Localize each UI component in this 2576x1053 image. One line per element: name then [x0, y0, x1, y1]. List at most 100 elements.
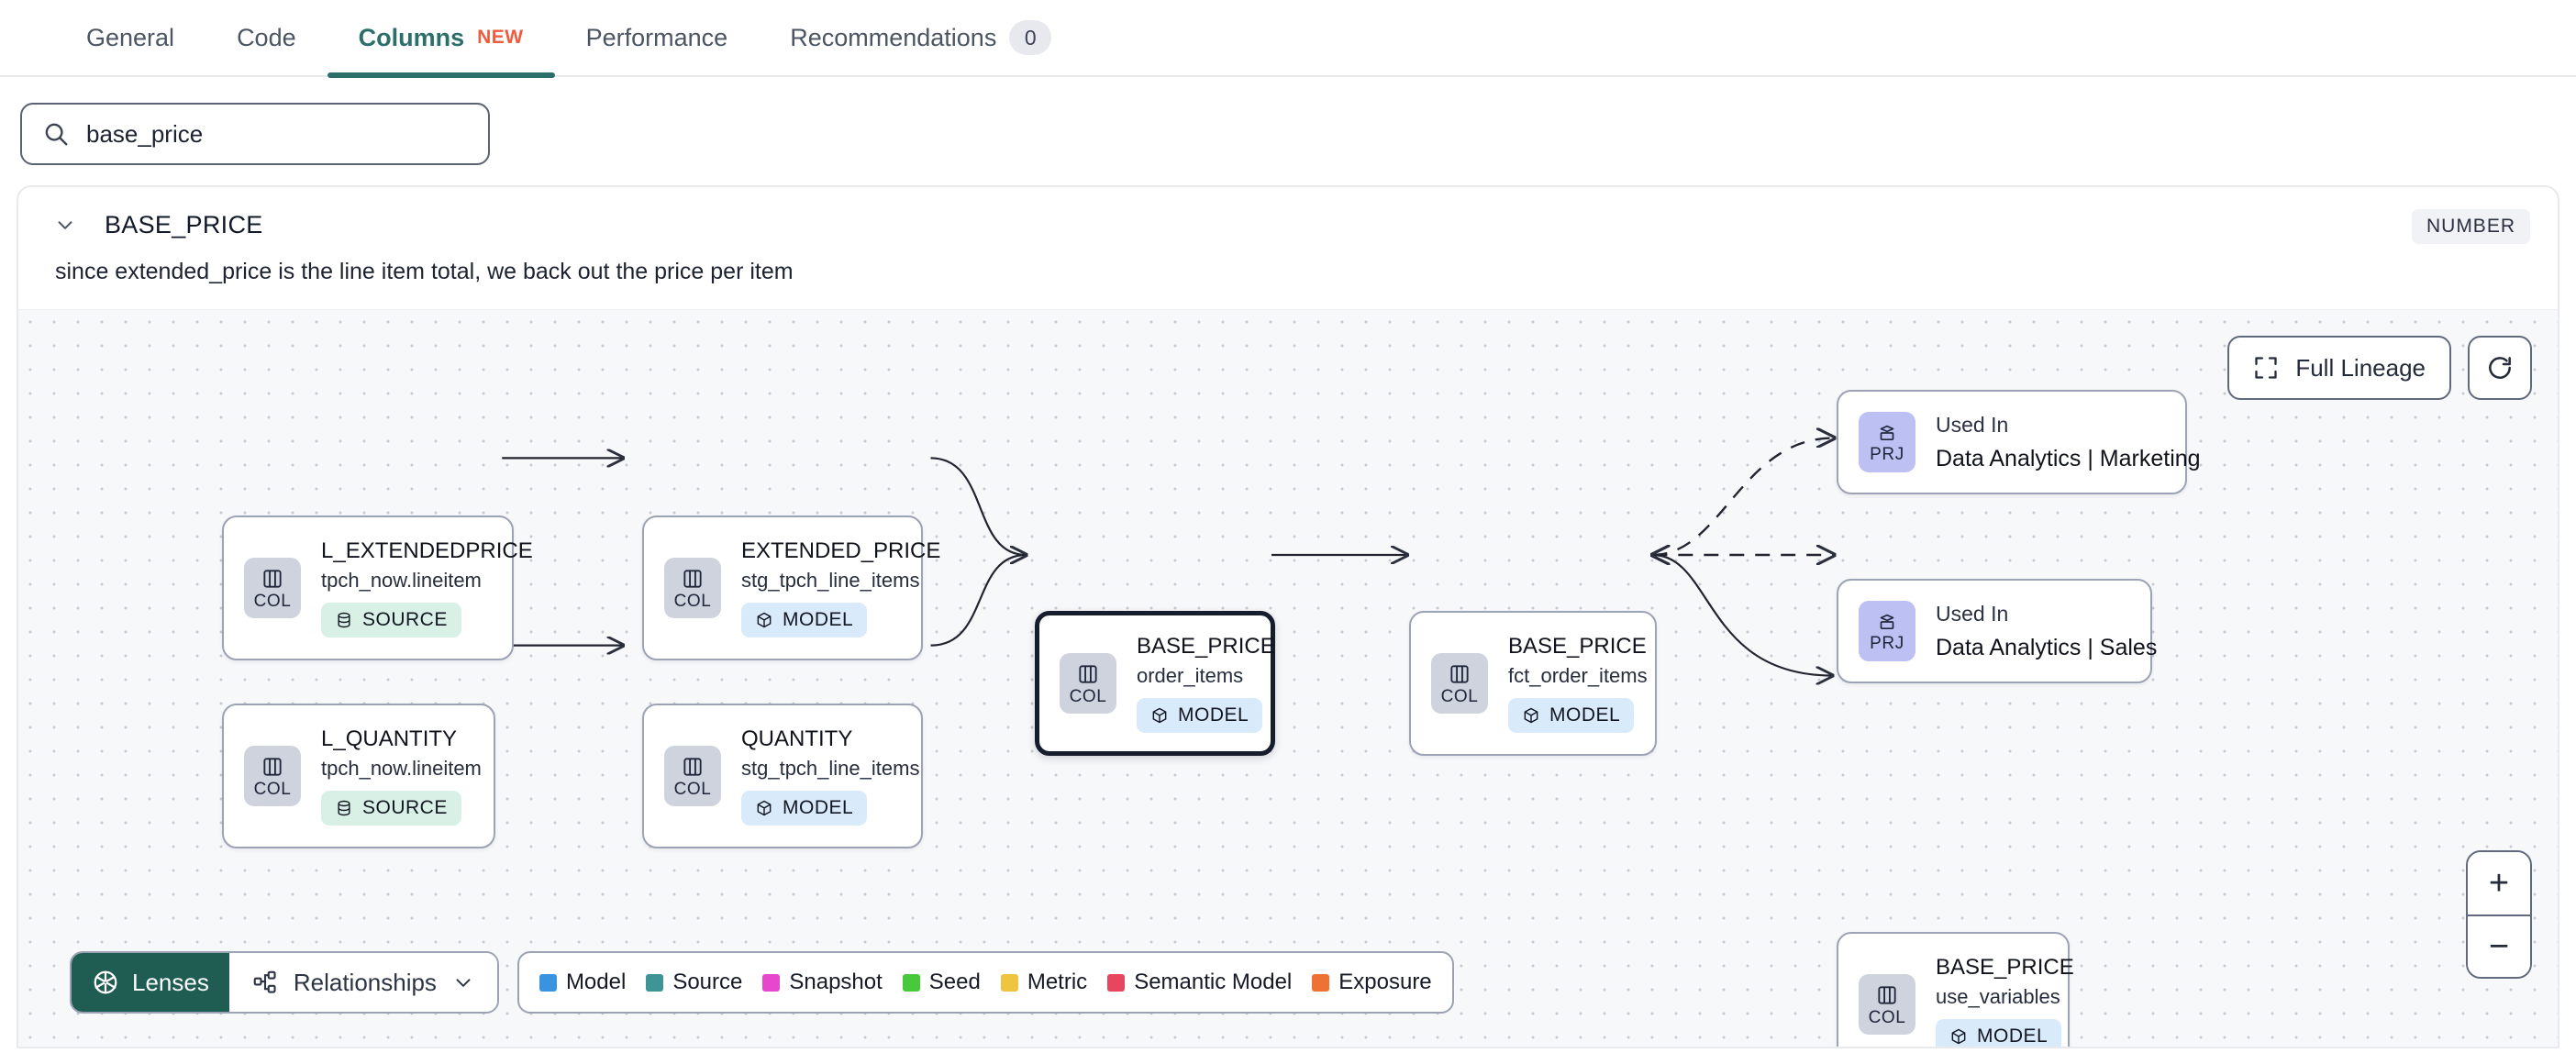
relationships-label: Relationships	[293, 968, 437, 996]
legend-label: Metric	[1027, 970, 1088, 994]
column-description: since extended_price is the line item to…	[55, 259, 794, 284]
edge-fct-to-prj-marketing	[1652, 438, 1834, 555]
edge-ext-to-base	[930, 457, 1027, 555]
lineage-top-controls: Full Lineage	[2227, 336, 2532, 400]
legend-item: Snapshot	[762, 970, 883, 995]
lenses-label: Lenses	[132, 968, 209, 996]
search-area	[0, 77, 2576, 185]
database-icon	[338, 612, 350, 628]
node-type-tag: MODEL	[1936, 1019, 2062, 1047]
legend-item: Metric	[1000, 970, 1088, 995]
lineage-canvas[interactable]: COL L_EXTENDEDPRICE tpch_now.lineitem SO…	[17, 309, 2559, 1048]
node-type-tag: SOURCE	[321, 791, 461, 826]
full-lineage-button[interactable]: Full Lineage	[2227, 336, 2451, 400]
lineage-node-project[interactable]: PRJ Used In Data Analytics | Sales	[1837, 579, 2157, 683]
tab-general[interactable]: General	[55, 0, 205, 76]
tab-recommendations[interactable]: Recommendations 0	[759, 0, 1083, 76]
legend-label: Seed	[928, 970, 981, 994]
relationships-dropdown[interactable]: Relationships	[228, 953, 497, 1012]
node-type-tag: MODEL	[1508, 698, 1635, 733]
node-title: EXTENDED_PRICE	[741, 538, 941, 563]
cube-icon	[1524, 707, 1538, 724]
node-type-tag: MODEL	[741, 791, 868, 826]
legend-item: Exposure	[1312, 970, 1432, 995]
prj-kind-badge: PRJ	[1859, 412, 1915, 472]
tab-bar: General Code Columns NEW Performance Rec…	[0, 0, 2576, 78]
node-title: L_QUANTITY	[321, 726, 458, 751]
col-kind-badge: COL	[1060, 653, 1116, 714]
col-kind-badge: COL	[664, 558, 721, 618]
col-kind-badge: COL	[244, 746, 301, 806]
kind-label: COL	[253, 591, 292, 611]
legend-label: Model	[565, 970, 627, 994]
tab-label: General	[86, 23, 175, 51]
lenses-button[interactable]: Lenses	[72, 953, 229, 1012]
tag-label: MODEL	[1977, 1025, 2049, 1047]
lineage-node[interactable]: COL BASE_PRICE fct_order_items MODEL	[1409, 611, 1657, 756]
lineage-node[interactable]: COL L_QUANTITY tpch_now.lineitem SOURCE	[222, 704, 495, 848]
node-type-tag: MODEL	[741, 603, 868, 637]
node-project-name: Data Analytics | Sales	[1936, 634, 2158, 660]
relationships-icon	[251, 969, 279, 996]
column-header: BASE_PRICE NUMBER	[18, 187, 2558, 246]
node-type-tag: SOURCE	[321, 603, 461, 637]
page-title: BASE_PRICE	[105, 210, 263, 238]
legend-item: Source	[646, 970, 742, 995]
lenses-relationships-group: Lenses Relationships	[70, 951, 499, 1014]
legend-label: Source	[672, 970, 743, 994]
kind-label: COL	[1440, 686, 1479, 706]
chevron-down-icon[interactable]	[50, 209, 81, 240]
tab-label: Columns	[358, 23, 465, 51]
lineage-node[interactable]: COL EXTENDED_PRICE stg_tpch_line_items M…	[642, 515, 940, 660]
legend-item: Semantic Model	[1107, 970, 1292, 995]
cube-icon	[1152, 707, 1167, 724]
search-icon	[42, 120, 70, 148]
lineage-node-selected[interactable]: COL BASE_PRICE order_items MODEL	[1035, 611, 1275, 756]
col-kind-badge: COL	[1431, 653, 1488, 714]
cube-icon	[757, 612, 772, 628]
refresh-icon	[2485, 353, 2515, 382]
zoom-in-button[interactable]: +	[2468, 852, 2530, 914]
legend-swatch	[762, 973, 781, 992]
recommendations-count-badge: 0	[1009, 20, 1052, 55]
lineage-bottom-toolbar: Lenses Relationships	[70, 951, 1454, 1014]
col-kind-badge: COL	[664, 746, 721, 806]
legend-swatch	[1107, 973, 1126, 992]
lineage-node[interactable]: COL L_EXTENDEDPRICE tpch_now.lineitem SO…	[222, 515, 533, 660]
search-input[interactable]	[86, 119, 468, 149]
refresh-button[interactable]	[2468, 336, 2532, 400]
lineage-node[interactable]: COL QUANTITY stg_tpch_line_items MODEL	[642, 704, 923, 848]
edge-qty-to-base	[930, 555, 1027, 647]
kind-label: COL	[1069, 686, 1107, 706]
search-box[interactable]	[20, 103, 490, 165]
col-kind-badge: COL	[1859, 974, 1915, 1035]
lineage-node[interactable]: COL BASE_PRICE use_variables MODEL	[1837, 932, 2074, 1047]
kind-label: COL	[673, 779, 712, 799]
aperture-icon	[92, 969, 119, 996]
tab-code[interactable]: Code	[205, 0, 328, 76]
legend-label: Semantic Model	[1134, 970, 1293, 994]
node-usedin-label: Used In	[1936, 601, 2009, 626]
legend-swatch	[1312, 973, 1330, 992]
node-subtitle: stg_tpch_line_items	[741, 757, 920, 780]
tab-performance[interactable]: Performance	[555, 0, 760, 76]
node-usedin-label: Used In	[1936, 412, 2009, 437]
legend-swatch	[902, 973, 920, 992]
column-type-badge: NUMBER	[2411, 209, 2530, 244]
tab-columns[interactable]: Columns NEW	[327, 0, 555, 78]
legend-item: Seed	[902, 970, 981, 995]
node-type-tag: MODEL	[1137, 698, 1263, 733]
col-kind-badge: COL	[244, 558, 301, 618]
legend-swatch	[539, 973, 557, 992]
node-title: L_EXTENDEDPRICE	[321, 538, 533, 563]
zoom-controls: + −	[2466, 850, 2532, 979]
node-subtitle: order_items	[1137, 664, 1244, 687]
node-subtitle: tpch_now.lineitem	[321, 757, 482, 780]
lineage-node-project[interactable]: PRJ Used In Data Analytics | Marketing	[1837, 390, 2201, 494]
tag-label: MODEL	[783, 797, 854, 818]
legend-item: Model	[539, 970, 626, 995]
zoom-out-button[interactable]: −	[2468, 914, 2530, 977]
tag-label: SOURCE	[362, 609, 448, 630]
prj-kind-badge: PRJ	[1859, 601, 1915, 661]
cube-icon	[1951, 1028, 1966, 1045]
